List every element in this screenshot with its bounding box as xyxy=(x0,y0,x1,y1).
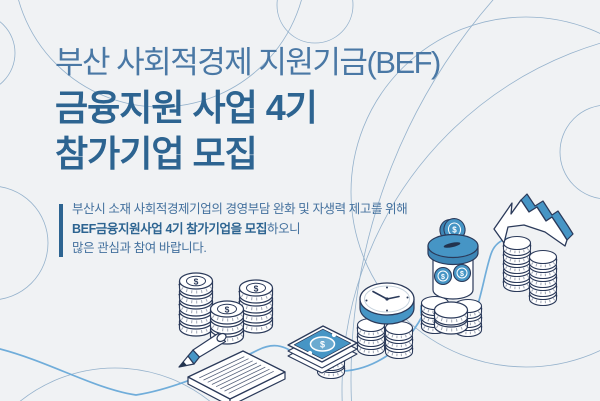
notebook-icon xyxy=(187,350,286,401)
dollar-sign: $ xyxy=(225,305,230,315)
growth-arrow-coins-icon xyxy=(493,193,574,307)
dollar-sign: $ xyxy=(452,226,457,235)
headline-line3: 참가기업 모집 xyxy=(55,133,258,174)
description-line2-rest: 하오니 xyxy=(266,221,301,236)
clock-on-coins-icon xyxy=(356,282,415,360)
description-line2: BEF금융지원사업 4기 참가기업을 모집하오니 xyxy=(72,220,407,240)
pencil-icon xyxy=(178,332,227,368)
dollar-sign: $ xyxy=(194,277,199,287)
banknote-stack-icon: $ xyxy=(287,325,358,380)
dollar-sign: $ xyxy=(320,340,325,350)
dollar-sign: $ xyxy=(254,284,259,294)
dollar-sign: $ xyxy=(460,271,464,278)
headline: 부산 사회적경제 지원기금(BEF) 금융지원 사업 4기 참가기업 모집 xyxy=(55,41,441,177)
connector-line xyxy=(0,236,528,396)
description: 부산시 소재 사회적경제기업의 경영부담 완화 및 자생력 제고를 위해 BEF… xyxy=(72,200,408,259)
headline-line2: 금융지원 사업 4기 xyxy=(55,87,318,128)
description-line2-bold: BEF금융지원사업 4기 참가기업을 모집 xyxy=(72,221,267,236)
savings-jar-icon: $ $ $ xyxy=(420,217,483,338)
dollar-sign: $ xyxy=(441,274,445,281)
headline-line1: 부산 사회적경제 지원기금(BEF) xyxy=(55,45,441,80)
description-line3: 많은 관심과 참여 바랍니다. xyxy=(72,241,207,255)
description-line1: 부산시 소재 사회적경제기업의 경영부담 완화 및 자생력 제고를 위해 xyxy=(72,202,408,216)
accent-bar xyxy=(59,204,63,257)
coin-stacks-icon: $ $ $ xyxy=(178,271,274,346)
jar-coins: $ $ xyxy=(433,263,472,286)
